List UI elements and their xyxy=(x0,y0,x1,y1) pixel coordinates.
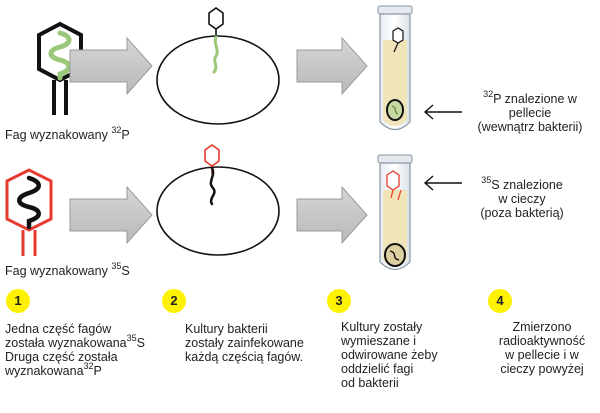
phage-35s-large xyxy=(5,168,53,256)
phage-35s-isotope: 35 xyxy=(111,260,122,271)
arrow-2-row1 xyxy=(296,36,368,96)
step-3-line5: od bakterii xyxy=(341,376,399,390)
step-1-line2: została wyznakowana xyxy=(5,336,127,350)
step-3-line3: odwirowane żeby xyxy=(341,348,438,362)
result-35s-line1: S znalezione xyxy=(491,178,563,192)
test-tube-35s xyxy=(377,154,413,271)
step-4-badge: 4 xyxy=(488,289,512,313)
step-2-badge: 2 xyxy=(162,289,186,313)
bacterium-infected-32p xyxy=(156,7,280,125)
step-1-line4: wyznakowana xyxy=(5,364,84,378)
step-4-line4: cieczy powyżej xyxy=(500,362,584,376)
result-32p-line2: pellecie xyxy=(508,106,552,120)
step-1-line2-symbol: S xyxy=(136,336,145,350)
step-3-badge: 3 xyxy=(327,289,351,313)
step-1-text: Jedna część fagów została wyznakowana35S… xyxy=(5,322,165,378)
result-32p-line3: (wewnątrz bakterii) xyxy=(477,120,583,134)
step-4-line1: Zmierzono xyxy=(512,320,572,334)
result-35s-line2: w cieczy xyxy=(498,192,546,206)
bacterium-infected-35s xyxy=(156,144,280,256)
step-2-line1: Kultury bakterii xyxy=(185,322,268,336)
result-32p-line1: P znalezione w xyxy=(493,92,577,106)
step-1-line3: Druga część została xyxy=(5,350,118,364)
phage-32p-caption: Fag wyznakowany 32P xyxy=(5,124,130,142)
step-3-line1: Kultury zostały xyxy=(341,320,423,334)
result-35s-line3: (poza bakterią) xyxy=(480,206,564,220)
step-1-line4-symbol: P xyxy=(93,364,102,378)
phage-35s-caption-text: Fag wyznakowany xyxy=(5,264,108,278)
phage-32p-caption-text: Fag wyznakowany xyxy=(5,128,108,142)
pointer-arrow-32p xyxy=(423,104,462,120)
step-2-line3: każdą częścią fagów. xyxy=(185,350,304,364)
step-2-text: Kultury bakterii zostały zainfekowane ka… xyxy=(185,322,325,364)
result-35s-text: 35S znalezione w cieczy (poza bakterią) xyxy=(462,174,582,220)
step-1-line1: Jedna część fagów xyxy=(5,322,112,336)
result-32p-text: 32P znalezione w pellecie (wewnątrz bakt… xyxy=(460,88,600,134)
phage-35s-caption: Fag wyznakowany 35S xyxy=(5,260,130,278)
pointer-arrow-35s xyxy=(423,175,462,191)
step-1-line4-isotope: 32 xyxy=(83,360,94,371)
step-4-line3: w pellecie i w xyxy=(505,348,579,362)
step-1-line2-isotope: 35 xyxy=(126,332,137,343)
step-3-line2: wymieszane i xyxy=(341,334,417,348)
test-tube-32p xyxy=(377,5,413,131)
step-4-text: Zmierzono radioaktywność w pellecie i w … xyxy=(486,320,598,376)
step-1-badge: 1 xyxy=(6,289,30,313)
phage-32p-symbol: P xyxy=(121,128,130,142)
result-32p-isotope: 32 xyxy=(483,88,494,99)
arrow-1-row1 xyxy=(69,36,153,96)
phage-35s-symbol: S xyxy=(121,264,130,278)
step-2-line2: zostały zainfekowane xyxy=(185,336,304,350)
step-4-line2: radioaktywność xyxy=(498,334,586,348)
result-35s-isotope: 35 xyxy=(481,174,492,185)
phage-32p-isotope: 32 xyxy=(111,124,122,135)
arrow-2-row2 xyxy=(296,185,368,245)
step-3-text: Kultury zostały wymieszane i odwirowane … xyxy=(341,320,481,390)
step-3-line4: oddzielić fagi xyxy=(341,362,414,376)
arrow-1-row2 xyxy=(69,185,153,245)
